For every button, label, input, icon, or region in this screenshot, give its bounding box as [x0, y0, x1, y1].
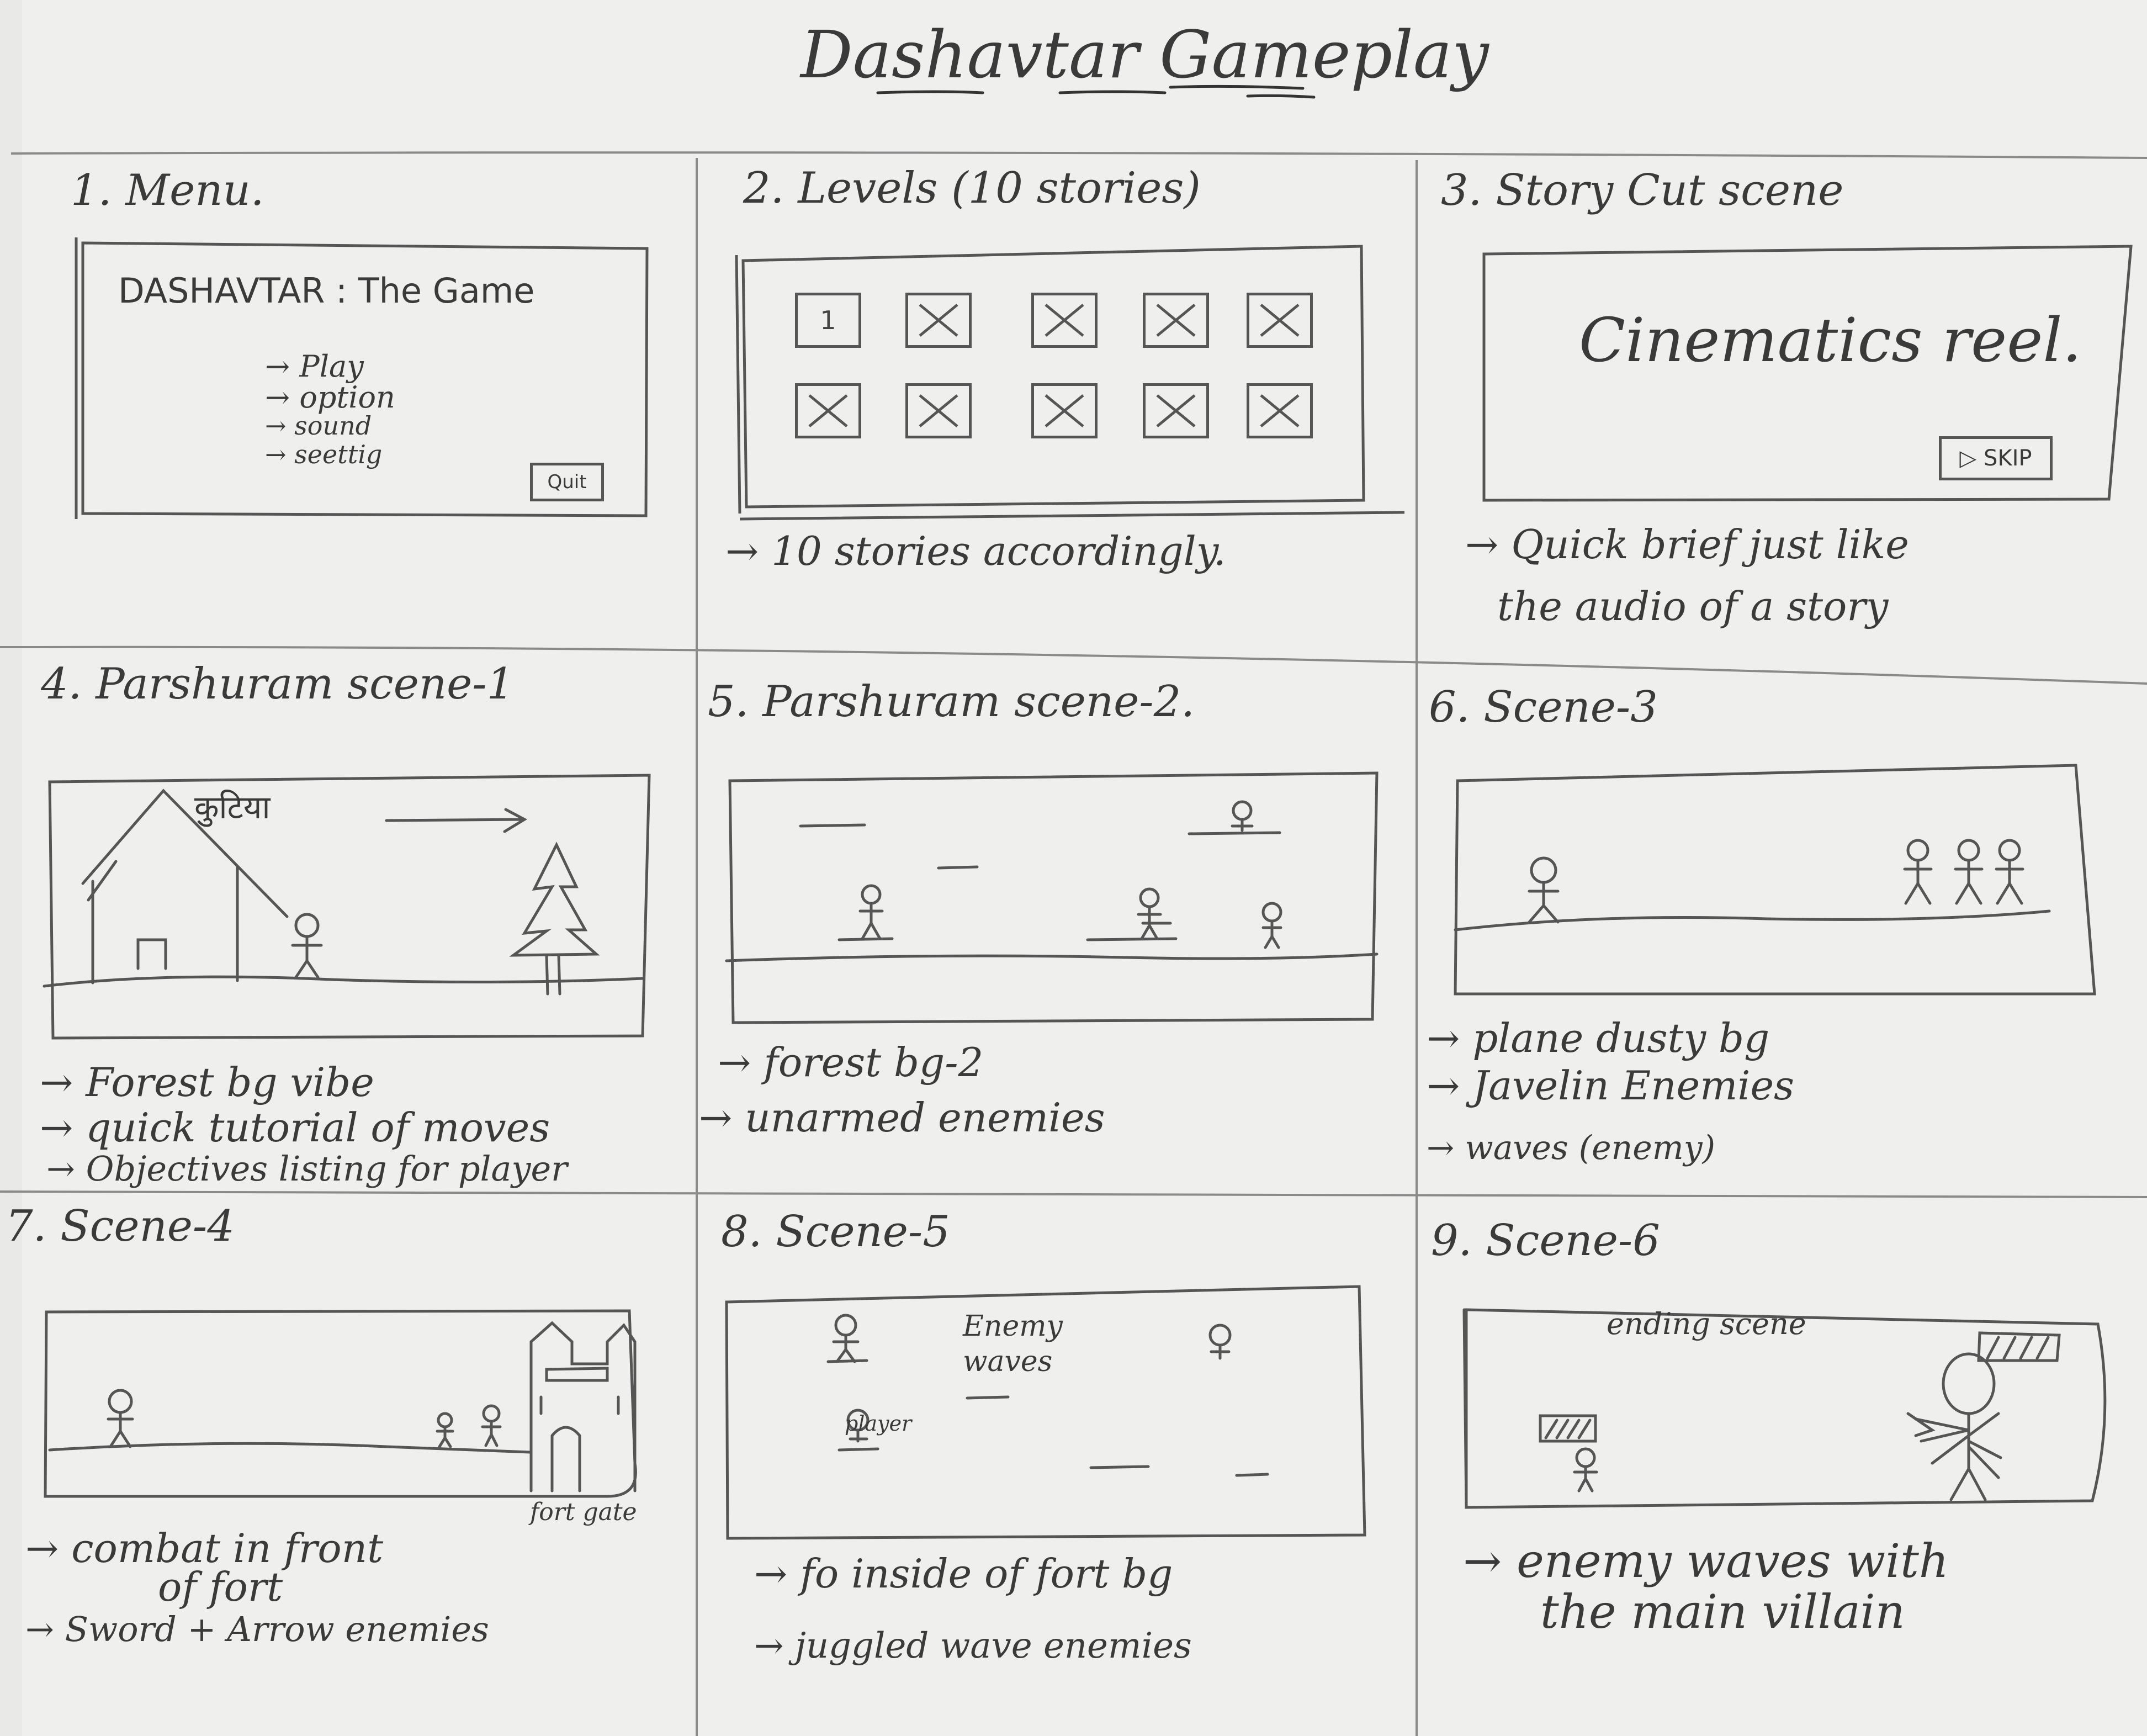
panel-5-heading: 5. Parshuram scene-2. [708, 677, 1195, 727]
level-tile-locked[interactable] [1031, 383, 1098, 438]
panel-7-note-1: → combat in front [25, 1525, 383, 1571]
panel-1-heading: 1. Menu. [71, 166, 264, 215]
panel-7-note-3: → Sword + Arrow enemies [25, 1609, 489, 1649]
panel-9-heading: 9. Scene-6 [1431, 1216, 1660, 1266]
panel-4-note-1: → Forest bg vibe [40, 1059, 374, 1105]
menu-game-title: DASHAVTAR : The Game [118, 271, 535, 311]
javelin-enemy [1995, 839, 2024, 905]
level-tile-locked[interactable] [1247, 293, 1313, 348]
panel-3-heading: 3. Story Cut scene [1441, 166, 1844, 215]
panel-8-heading: 8. Scene-5 [721, 1207, 950, 1257]
level-tile-locked[interactable] [1143, 293, 1209, 348]
lock-cross-icon [808, 394, 848, 427]
panel-2-note-1: → 10 stories accordingly. [725, 528, 1226, 574]
level-tile-locked[interactable] [905, 383, 972, 438]
ending-scene-label: ending scene [1607, 1306, 1806, 1341]
panel-2-heading: 2. Levels (10 stories) [743, 163, 1201, 213]
cinematics-text: Cinematics reel. [1579, 305, 2082, 375]
lock-cross-icon [1156, 394, 1196, 427]
lock-cross-icon [1045, 304, 1084, 337]
lock-cross-icon [1156, 304, 1196, 337]
quit-button[interactable]: Quit [530, 463, 604, 501]
panel-8-note-2: → juggled wave enemies [754, 1626, 1192, 1666]
panel-5-note-2: → unarmed enemies [699, 1094, 1105, 1141]
javelin-enemy [1954, 839, 1984, 905]
panel-3-note-2: the audio of a story [1497, 583, 1889, 629]
panel-5-note-1: → forest bg-2 [718, 1039, 984, 1086]
panel-3-note-1: → Quick brief just like [1465, 521, 1909, 568]
panel-9-note-2: the main villain [1540, 1585, 1905, 1639]
level-tile-locked[interactable] [1247, 383, 1313, 438]
panel-6-note-3: → waves (enemy) [1427, 1129, 1716, 1167]
fort-gate-label: fort gate [530, 1498, 637, 1526]
panel-7-note-2: of fort [158, 1564, 283, 1610]
menu-item-sound[interactable]: → sound [265, 411, 372, 441]
panel-7-heading: 7. Scene-4 [6, 1202, 235, 1251]
lock-cross-icon [1260, 304, 1300, 337]
page-title: Dashavtar Gameplay [801, 17, 1489, 93]
lock-cross-icon [1260, 394, 1300, 427]
panel-6-note-2: → Javelin Enemies [1427, 1062, 1794, 1109]
skip-button[interactable]: ▷ SKIP [1939, 436, 2053, 480]
panel-6-heading: 6. Scene-3 [1429, 682, 1658, 732]
panel-4-heading: 4. Parshuram scene-1 [41, 659, 515, 709]
panel-4-note-3: → Objectives listing for player [46, 1148, 568, 1189]
panel-9-note-1: → enemy waves with [1463, 1534, 1949, 1588]
level-tile-locked[interactable] [1143, 383, 1209, 438]
level-tile-unlocked[interactable]: 1 [795, 293, 861, 348]
menu-item-setting[interactable]: → seettig [265, 440, 383, 469]
panel-4-note-2: → quick tutorial of moves [40, 1104, 550, 1151]
javelin-enemy [1903, 839, 1933, 905]
player-label: player [845, 1411, 912, 1436]
lock-cross-icon [919, 394, 958, 427]
level-tile-locked[interactable] [795, 383, 861, 438]
menu-item-play[interactable]: → Play [265, 349, 364, 384]
lock-cross-icon [919, 304, 958, 337]
enemy-waves-label: Enemy waves [963, 1310, 1063, 1378]
level-tile-locked[interactable] [905, 293, 972, 348]
lock-cross-icon [1045, 394, 1084, 427]
level-tile-locked[interactable] [1031, 293, 1098, 348]
menu-item-option[interactable]: → option [265, 380, 395, 415]
hut-label: कुटिया [194, 788, 271, 826]
panel-6-note-1: → plane dusty bg [1427, 1015, 1770, 1061]
panel-8-note-1: → fo inside of fort bg [754, 1550, 1173, 1597]
